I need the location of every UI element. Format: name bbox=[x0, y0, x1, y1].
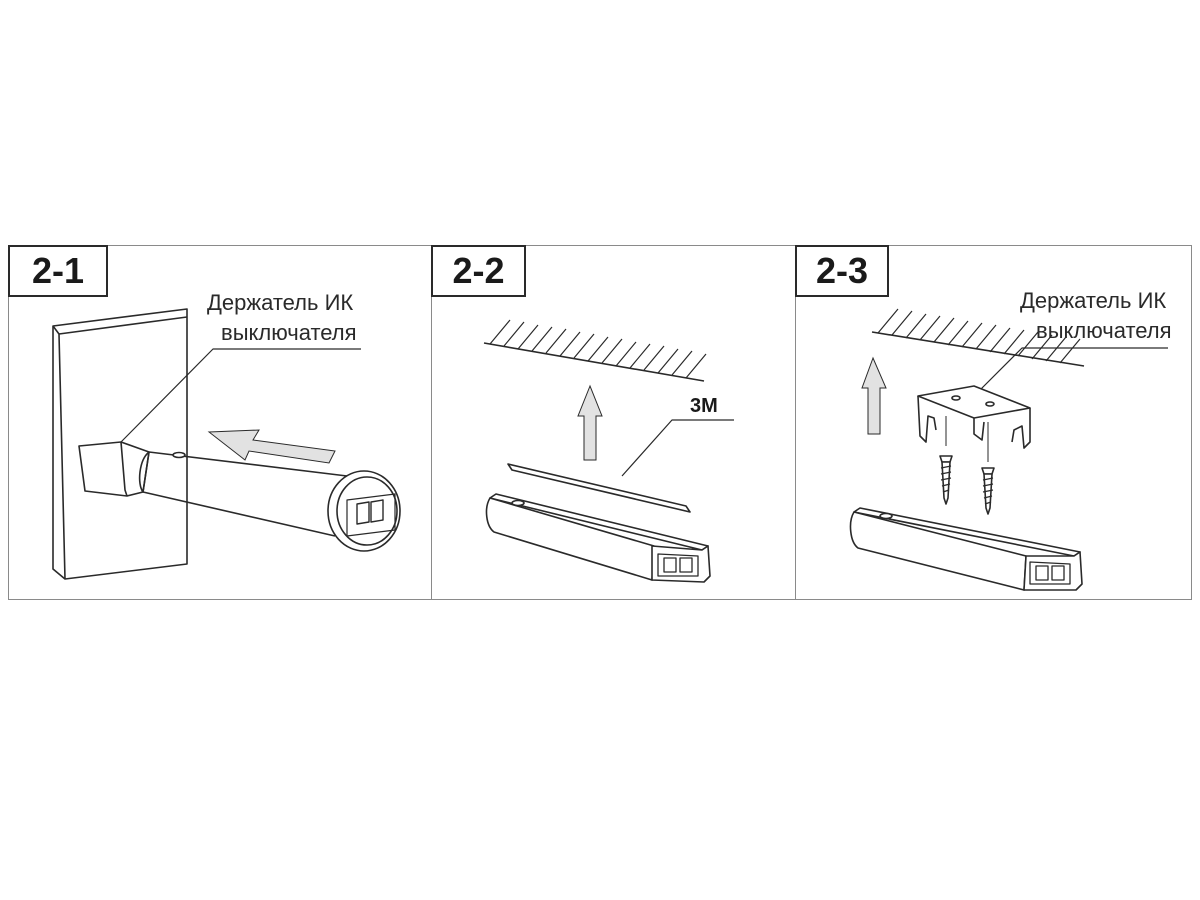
tape-label: 3M bbox=[690, 395, 718, 417]
tape-leader-line bbox=[621, 419, 734, 477]
panel-step-2-1: 2-1 bbox=[8, 245, 432, 600]
screw-right bbox=[981, 467, 995, 515]
up-arrow bbox=[577, 384, 603, 461]
panel-step-2-2: 2-2 bbox=[431, 245, 796, 600]
holder-caption-line1: Держатель ИК bbox=[207, 290, 354, 315]
panel-step-2-3: 2-3 bbox=[795, 245, 1192, 600]
holder-caption-line2: выключателя bbox=[221, 320, 357, 345]
leader-line bbox=[965, 347, 1168, 405]
step-2-3-illustration bbox=[849, 308, 1168, 591]
holder-caption-line1: Держатель ИК bbox=[1020, 288, 1167, 313]
sensor-body bbox=[849, 507, 1083, 591]
step-2-2-illustration bbox=[483, 319, 734, 583]
sensor-body bbox=[485, 493, 711, 583]
leader-line bbox=[120, 348, 361, 443]
insert-arrow bbox=[207, 429, 336, 464]
up-arrow bbox=[861, 356, 887, 435]
screw-guide-lines bbox=[945, 416, 989, 462]
ceiling-hatch bbox=[483, 319, 707, 382]
holder-caption-line2: выключателя bbox=[1036, 318, 1172, 343]
step-label: 2-1 bbox=[8, 245, 108, 297]
holder-bracket bbox=[917, 385, 1031, 449]
step-label: 2-2 bbox=[431, 245, 526, 297]
ceiling-hatch bbox=[871, 308, 1085, 367]
adhesive-tape bbox=[507, 463, 691, 513]
step-2-1-illustration bbox=[52, 308, 401, 580]
holder-on-wall bbox=[78, 441, 150, 497]
step-label: 2-3 bbox=[795, 245, 889, 297]
sensor-tube bbox=[138, 451, 401, 552]
screw-left bbox=[939, 455, 953, 505]
